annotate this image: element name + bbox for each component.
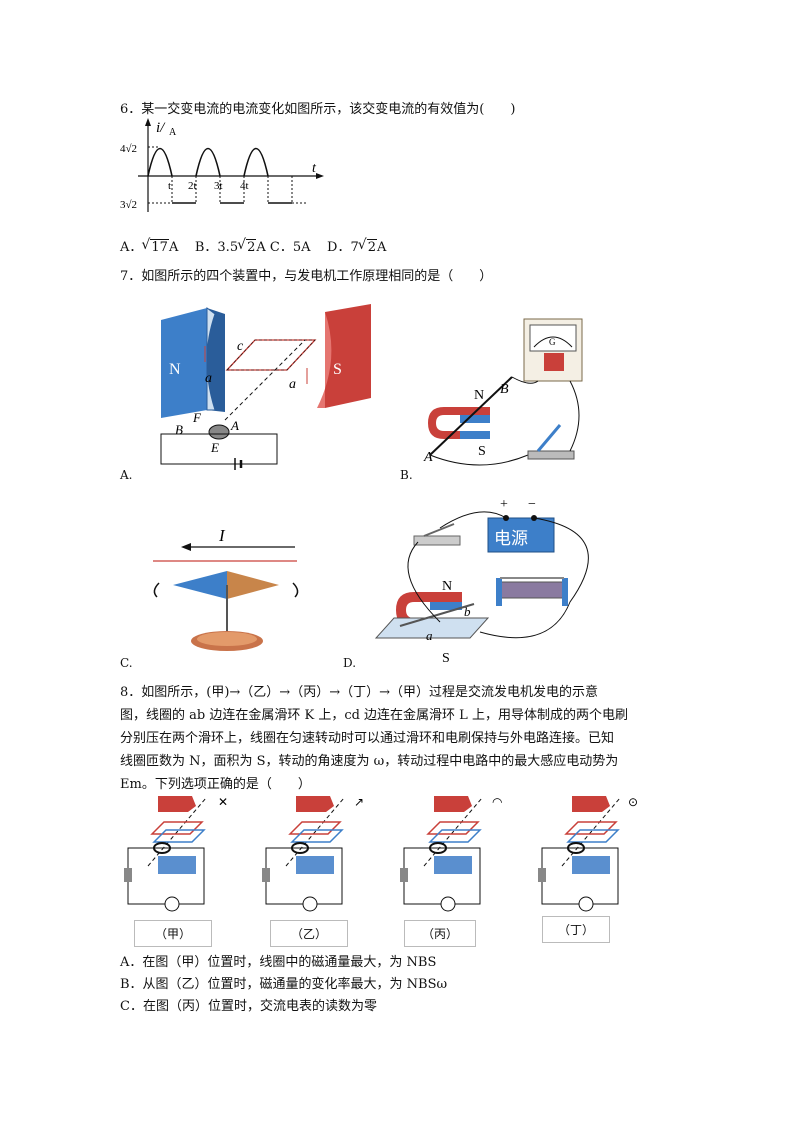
fig-b-b-label: B	[500, 382, 509, 397]
q7-figure-a: N S c a a F B A E	[160, 304, 371, 470]
q8-option-b: B．从图（乙）位置时，磁通量的变化率最大，为 NBSω	[120, 977, 448, 992]
q6-tick-1: t	[168, 180, 171, 192]
q7-figure-b: G N B S A	[423, 318, 583, 466]
fig-a-label-a: A	[230, 418, 239, 433]
q7-option-d-label: D.	[343, 656, 357, 670]
fig-d-minus-label: −	[528, 497, 536, 512]
fig-d-plus-label: +	[500, 497, 508, 512]
q6-y-bottom: 3√2	[120, 199, 137, 211]
q8-option-a: A．在图（甲）位置时，线圈中的磁通量最大，为 NBS	[120, 955, 437, 970]
q8-panels-drawing: ✕ ↗ ◠ ⊙	[124, 795, 638, 912]
q6-option-b: B．3.52A	[195, 237, 266, 255]
q6-option-d: D．72A	[327, 237, 386, 255]
q8-text-line-1: 8．如图所示，(甲)→（乙）→（丙）→（丁）→（甲）过程是交流发电机发电的示意	[120, 685, 598, 700]
q8-text-line-2: 图，线圈的 ab 边连在金属滑环 K 上，cd 边连在金属滑环 L 上，用导体制…	[120, 708, 628, 723]
svg-text:◠: ◠	[492, 795, 502, 809]
fig-a-label-a1: a	[205, 371, 212, 386]
q6-tick-2: 2t	[188, 180, 197, 192]
q6-option-a: A．17A	[120, 237, 178, 255]
q8-panel-label-bing: （丙）	[404, 920, 476, 947]
svg-text:⊙: ⊙	[628, 795, 638, 809]
fig-d-a-label: a	[426, 628, 433, 643]
svg-text:↗: ↗	[354, 795, 364, 809]
q6-tick-4: 4t	[240, 180, 249, 192]
fig-c-current-label: I	[218, 526, 226, 545]
fig-d-power-label: 电源	[494, 529, 528, 548]
fig-b-s-label: S	[478, 444, 486, 459]
q6-axis-t: t	[312, 161, 317, 176]
fig-a-label-f: F	[192, 410, 202, 425]
q6-stem: 6．某一交变电流的电流变化如图所示，该交变电流的有效值为( )	[120, 102, 516, 117]
fig-b-n-label: N	[474, 388, 484, 403]
fig-d-n-label: N	[442, 579, 452, 594]
generator-panel-template	[124, 796, 207, 912]
q8-panel-label-jia: （甲）	[134, 920, 212, 947]
fig-a-label-a2: a	[289, 377, 296, 392]
svg-text:✕: ✕	[218, 795, 228, 809]
q7-stem: 7．如图所示的四个装置中，与发电机工作原理相同的是（ ）	[120, 269, 493, 284]
q8-text-line-3: 分别压在两个滑环上，线圈在匀速转动时可以通过滑环和电刷保持与外电路连接。已知	[120, 731, 615, 746]
fig-d-b-label: b	[464, 604, 471, 619]
fig-b-g-label: G	[549, 337, 556, 347]
q8-panel-label-yi: （乙）	[270, 920, 348, 947]
fig-a-label-e: E	[210, 440, 219, 455]
q6-axis-unit: A	[169, 127, 177, 138]
fig-a-label-c: c	[237, 339, 244, 354]
q6-tick-3: 3t	[214, 180, 223, 192]
q7-figure-d: 电源 + − N S a b	[374, 497, 589, 666]
fig-b-a-label: A	[423, 450, 433, 465]
fig-a-label-b: B	[175, 422, 183, 437]
q6-y-top: 4√2	[120, 143, 137, 155]
fig-a-north-label: N	[169, 361, 181, 378]
q8-generator-figures: ✕ ↗ ◠ ⊙ （甲） （乙） （丙） （丁）	[118, 786, 658, 948]
q6-current-graph: i/ A t 4√2 3√2 t 2t 3t 4t	[120, 118, 324, 212]
q8-option-c: C．在图（丙）位置时，交流电表的读数为零	[120, 999, 377, 1014]
q7-option-a-label: A.	[120, 468, 133, 482]
q8-panel-label-ding: （丁）	[542, 916, 610, 943]
q6-options: A．17A B．3.52A C．5A D．72A	[120, 236, 386, 255]
q7-figure-c: I	[153, 526, 299, 651]
fig-d-s-label: S	[442, 651, 450, 666]
q6-option-c: C．5A	[269, 240, 311, 255]
q8-text-line-4: 线圈匝数为 N，面积为 S，转动的角速度为 ω，转动过程中电路中的最大感应电动势…	[120, 754, 619, 769]
q7-option-c-label: C.	[120, 656, 133, 670]
q6-axis-i: i/	[156, 120, 166, 136]
q7-option-b-label: B.	[400, 468, 413, 482]
fig-a-south-label: S	[333, 361, 342, 378]
q8-text-line-5: Em。下列选项正确的是（ ）	[120, 777, 311, 792]
